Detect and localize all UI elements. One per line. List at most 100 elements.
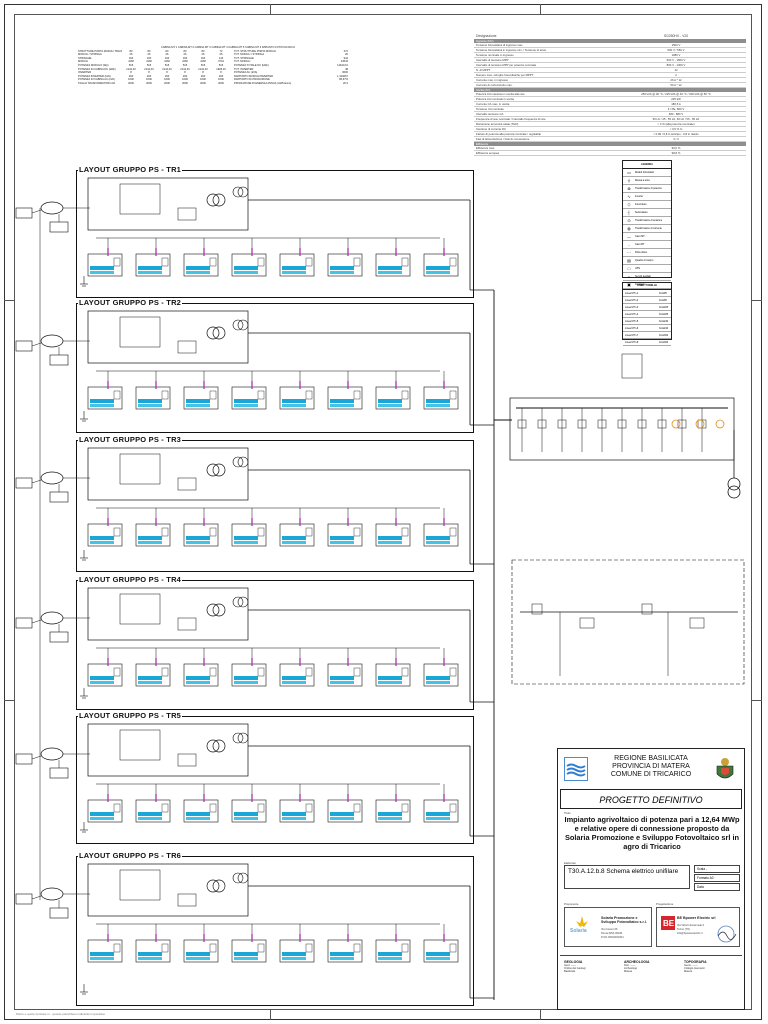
pv-string-array (282, 817, 306, 820)
geology-head: GEOLOGIA (564, 960, 583, 964)
spec-key: Intervallo tensione CA (476, 112, 504, 116)
summary-cell: 26 (183, 53, 187, 57)
inverter-box (183, 523, 219, 547)
legend-symbol: — (627, 234, 631, 239)
summary-cell: 160 (164, 56, 170, 60)
topography-line: Collegio Geometri (684, 967, 705, 970)
description-label: Titolo (564, 811, 571, 815)
pv-string-array (330, 404, 354, 407)
pv-string-array (138, 812, 162, 816)
inverter-box (135, 386, 171, 410)
aux-transformer-icon (232, 596, 244, 608)
pv-string-array (426, 399, 450, 403)
footer-note: Pietro e quote riportate in - quotas pot… (16, 1012, 105, 1016)
designer-name: BE Bpower Electric srl (677, 916, 716, 920)
legend-item: ⋯Fibra ottica (623, 249, 671, 257)
pv-string-array (138, 271, 162, 274)
summary-total-value: 48 (345, 67, 348, 71)
spec-key: Potenza CA nominale in uscita (476, 97, 514, 101)
aux-transformer-icon (237, 732, 249, 744)
symbol-legend: LEGENDA ▭Moduli fotovoltaici⏚Messa a ter… (622, 160, 672, 289)
summary-total-value: 24544 (340, 60, 348, 64)
pv-string-array (90, 676, 114, 680)
pv-string-array (378, 952, 402, 956)
inverter-box (327, 386, 363, 410)
pv-string-array (90, 681, 114, 684)
string-box (305, 390, 313, 400)
ups-box (49, 631, 69, 643)
pv-string-array (330, 676, 354, 680)
summary-cell: 200 (182, 74, 188, 78)
pv-string-array (90, 812, 114, 816)
aux-panel (177, 340, 197, 354)
transformer-icon (212, 326, 226, 340)
inverter-box (423, 386, 459, 410)
topography-line: Geom. —— (684, 964, 698, 967)
string-box (401, 390, 409, 400)
frame-tick (4, 300, 14, 301)
inverter-box (135, 663, 171, 687)
pv-string-array (234, 541, 258, 544)
spec-value: 680 - 880 V (668, 112, 684, 116)
string-box (353, 803, 361, 813)
meta-value: - (705, 867, 707, 871)
legend-text: Cavo MT (635, 235, 645, 238)
spec-row: Intervallo tensione CA 680 - 880 V (474, 112, 746, 117)
pv-string-array (378, 404, 402, 407)
legend-text: Moduli fotovoltaici (635, 171, 655, 174)
summary-header: CABINA MT 1 CABINA MT 2 CABINA MT 3 CABI… (161, 46, 295, 49)
legend-item: ◍Trasformatore di corrente (623, 225, 671, 233)
legend-symbol: ⏚ (627, 177, 631, 183)
inverter-box (279, 939, 315, 963)
transformer-icon (206, 739, 220, 753)
pv-string-array (138, 541, 162, 544)
transformer-icon (206, 879, 220, 893)
project-description: Impianto agrivoltaico di potenza pari a … (564, 815, 740, 851)
legend-symbol: ‐ (628, 242, 630, 247)
legend-text: Contatore (635, 283, 646, 286)
cable-name: Linea MT L2 (625, 298, 639, 302)
inverter-box (375, 799, 411, 823)
legend-item: ∿Inverter (623, 193, 671, 201)
spec-value: 500 V / 550 V (667, 48, 685, 52)
inverter-box (183, 386, 219, 410)
proponent-box: Solaria Solaria Promozione e Sviluppo Fo… (564, 907, 652, 947)
pv-string-array (234, 266, 258, 270)
summary-total-label: TOT. STRUTTURE PORTA MODULI (234, 49, 277, 53)
pv-string-array (330, 681, 354, 684)
legend-text: Servizi ausiliari (635, 275, 651, 278)
pv-string-array (90, 536, 114, 540)
string-box (113, 527, 121, 537)
inverter-box (375, 386, 411, 410)
summary-cell: 1600 (164, 78, 170, 82)
pv-string-array (330, 399, 354, 403)
meta-key: Scala (697, 867, 705, 871)
legend-symbol: □ (627, 266, 631, 271)
group-title: LAYOUT GRUPPO PS - TR1 (78, 165, 183, 174)
inverter-box (87, 799, 123, 823)
ups-box (49, 221, 69, 233)
spec-key: Tensione fotovoltaica in ingresso min. /… (476, 48, 547, 52)
group-frame (76, 580, 474, 710)
feeder-breaker (557, 419, 567, 429)
pv-string-array (234, 404, 258, 407)
summary-cell: 72 (219, 49, 223, 53)
string-box (401, 667, 409, 677)
switchgear-box (119, 453, 161, 485)
spec-key: Frequenza di rete nominale / Intervallo … (476, 117, 546, 121)
summary-cell: 80 (147, 49, 151, 53)
string-box (449, 667, 457, 677)
summary-row-label: POTENZA MODULO (Wp) (78, 63, 109, 67)
inverter-box (87, 386, 123, 410)
cable-section: 3x1x240 (659, 326, 669, 330)
pv-string-array (90, 541, 114, 544)
pv-string-array (282, 957, 306, 960)
string-box (209, 667, 217, 677)
legend-text: Inverter (635, 195, 644, 198)
inverter-box (423, 799, 459, 823)
spec-row: Iniezione di corrente DC< 0,5 % In (474, 127, 746, 132)
